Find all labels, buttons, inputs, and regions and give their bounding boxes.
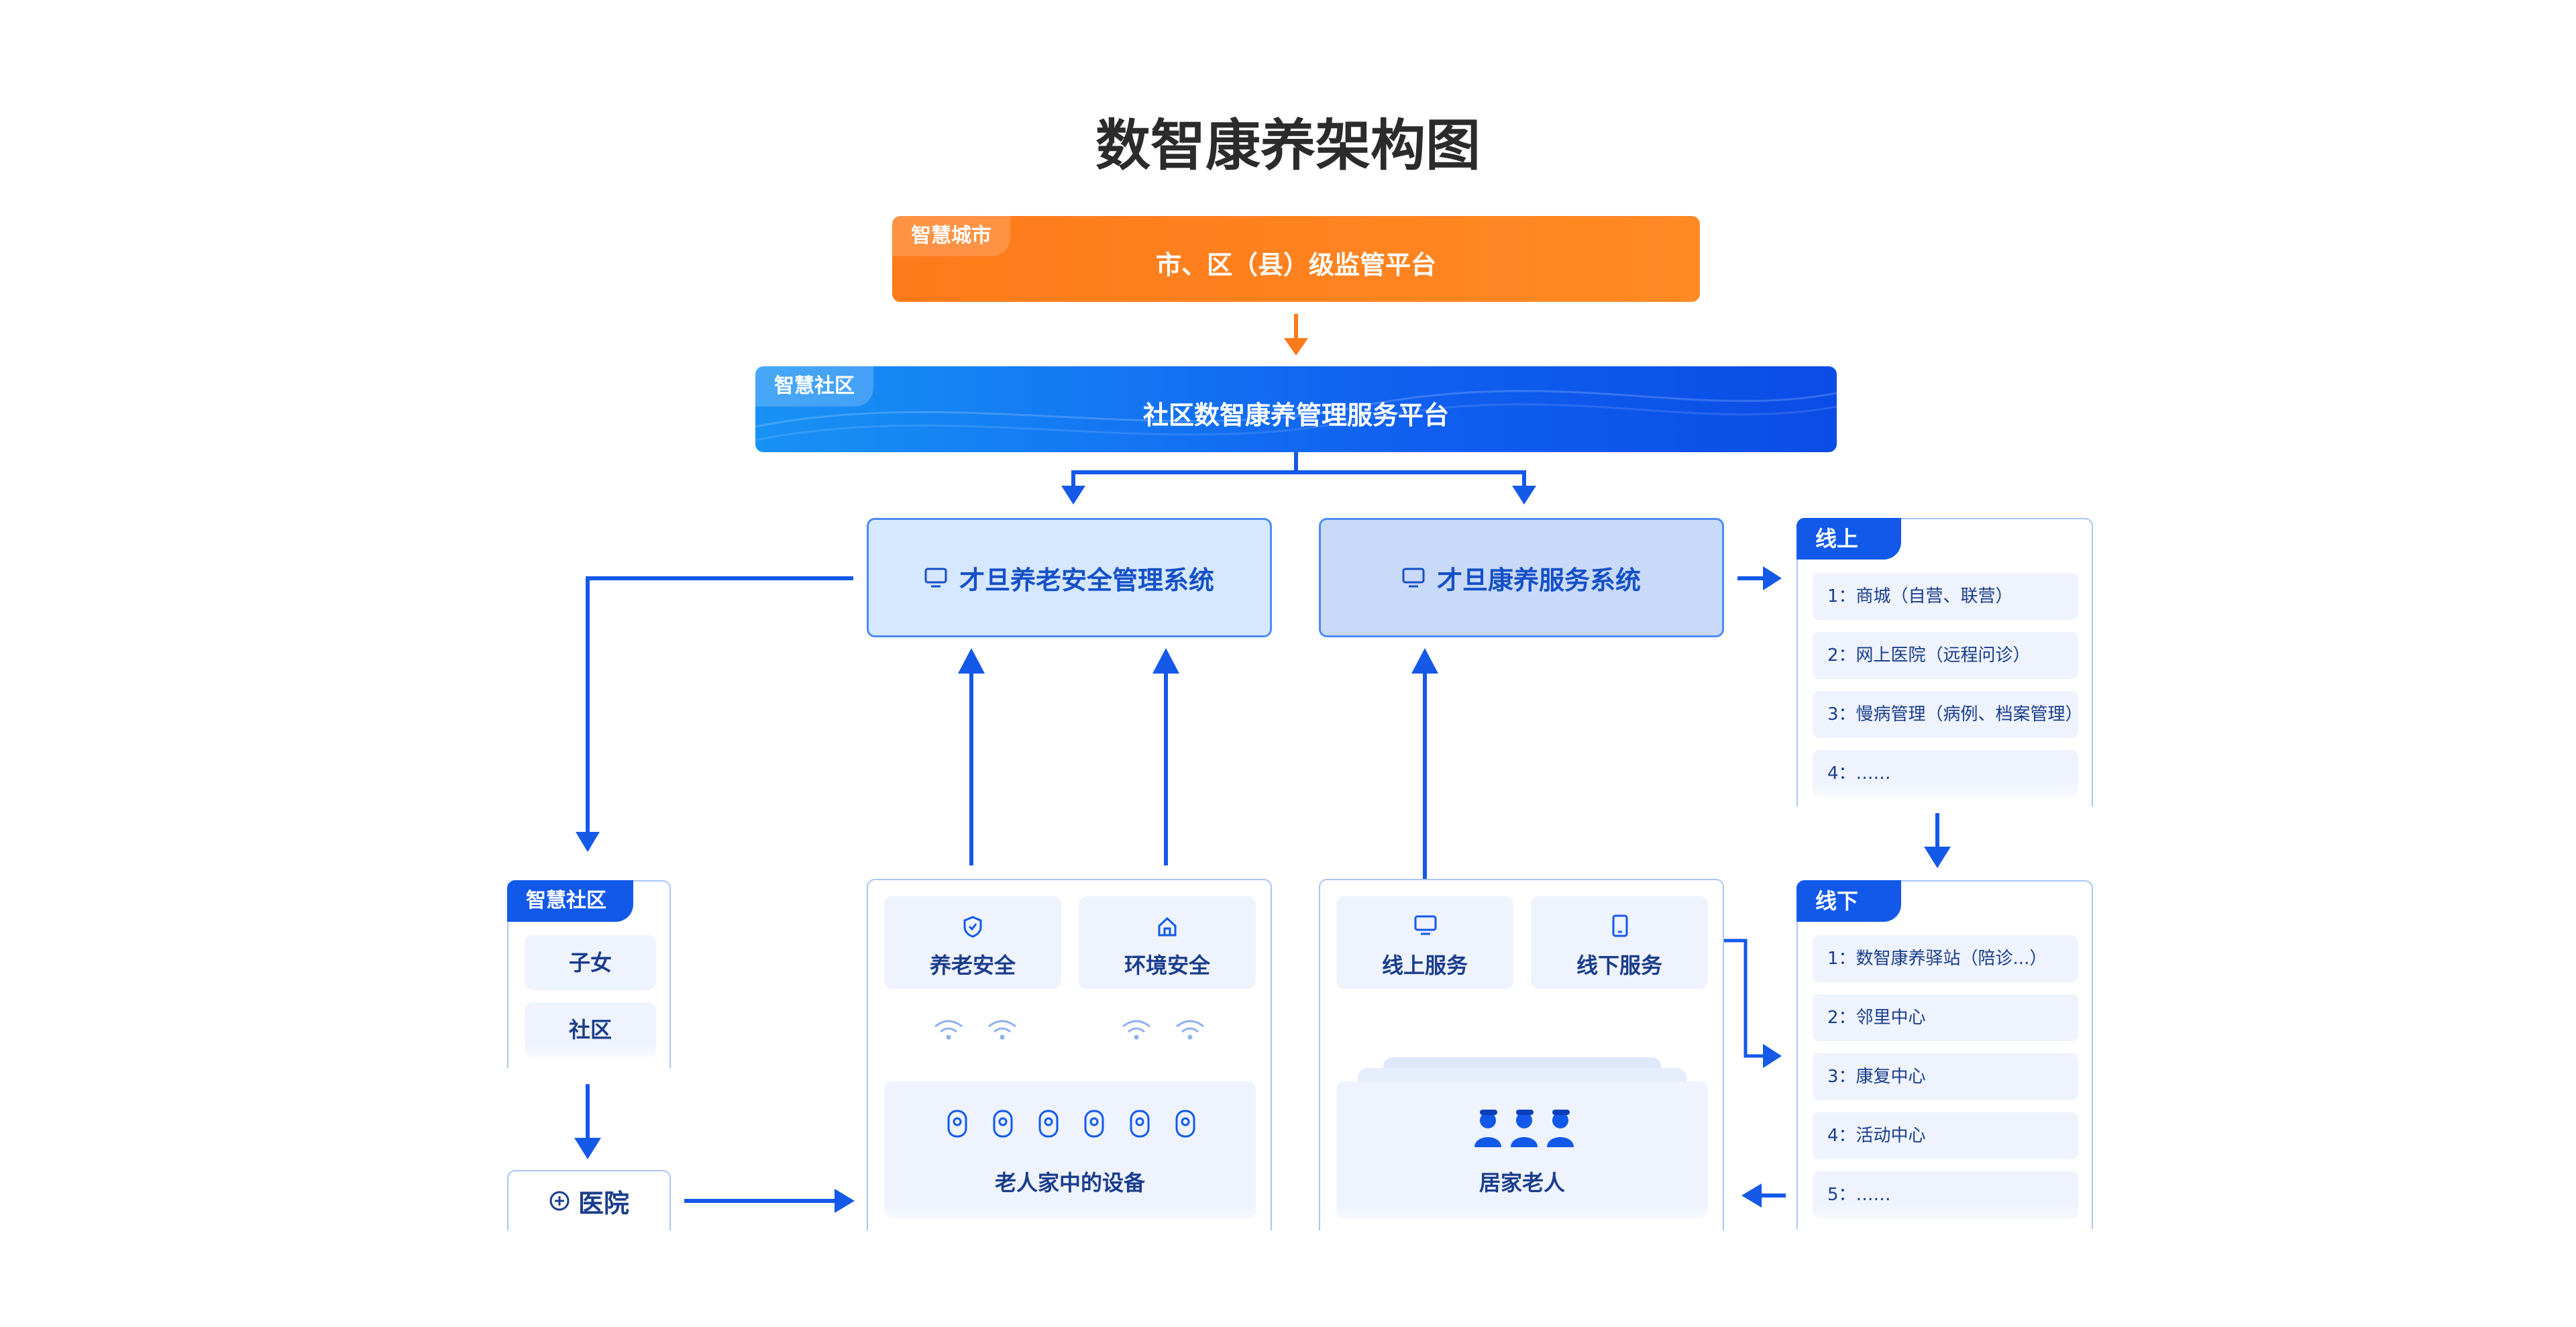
plus-circle-icon: [549, 1191, 570, 1211]
monitor-icon: [1414, 915, 1437, 935]
offline-service-label: 线下服务: [1576, 953, 1662, 978]
home-devices-card: 老人家中的设备: [884, 1081, 1256, 1218]
care-service-system-label: 才旦康养服务系统: [1436, 565, 1641, 595]
smart-community-tag: 智慧社区: [755, 366, 873, 407]
online-item: 2：网上医院（远程问诊）: [1813, 632, 2078, 679]
care-service-system[interactable]: 才旦康养服务系统: [1319, 518, 1724, 637]
hospital-label: 医院: [578, 1188, 629, 1218]
elder-safety-system[interactable]: 才旦养老安全管理系统: [867, 518, 1272, 637]
home-devices-panel: 养老安全 环境安全 老人家中的设备: [867, 879, 1272, 1232]
tablet-icon: [1612, 914, 1628, 937]
smart-city-tag: 智慧城市: [892, 216, 1010, 256]
city-supervision-platform: 智慧城市 市、区（县）级监管平台: [892, 216, 1700, 302]
offline-item: 1：数智康养驿站（陪诊...）: [1813, 935, 2078, 982]
home-icon: [1158, 916, 1177, 937]
sensor-device-icons: [947, 1110, 1195, 1138]
offline-item: 3：康复中心: [1813, 1053, 2078, 1100]
offline-tag: 线下: [1796, 880, 1901, 922]
offline-service-card[interactable]: 线下服务: [1531, 896, 1708, 989]
online-item: 3：慢病管理（病例、档案管理）: [1813, 691, 2083, 738]
online-tag: 线上: [1796, 518, 1901, 560]
arrow-offline-service-to-offline: [1709, 939, 1767, 1058]
offline-panel: 线下 1：数智康养驿站（陪诊...） 2：邻里中心 3：康复中心 4：活动中心 …: [1796, 880, 2093, 1230]
community-service-platform: 智慧社区 社区数智康养管理服务平台: [755, 366, 1837, 452]
monitor-icon: [924, 568, 947, 588]
elderly-people-icons: [1474, 1110, 1574, 1147]
offline-item: 4：活动中心: [1813, 1112, 2078, 1159]
hospital-card[interactable]: 医院: [507, 1170, 671, 1230]
arrow-platform-to-systems: [1071, 452, 1526, 490]
city-platform-label: 市、区（县）级监管平台: [1155, 250, 1436, 280]
smart-community-panel-tag: 智慧社区: [507, 880, 633, 922]
online-service-card[interactable]: 线上服务: [1336, 896, 1513, 989]
wifi-icons: [934, 1020, 1204, 1040]
wave-decoration: [755, 390, 1837, 441]
online-service-label: 线上服务: [1381, 953, 1468, 978]
env-safety-card[interactable]: 环境安全: [1079, 896, 1256, 989]
home-elderly-label: 居家老人: [1479, 1170, 1565, 1196]
home-elderly-card: 居家老人: [1336, 1081, 1708, 1218]
children-item: 子女: [525, 935, 656, 990]
online-item: 1：商城（自营、联营）: [1813, 573, 2078, 620]
monitor-icon: [1402, 568, 1425, 588]
arrow-system-to-community: [586, 576, 853, 839]
page-title: 数智康养架构图: [1095, 114, 1481, 178]
home-devices-label: 老人家中的设备: [994, 1170, 1145, 1196]
elder-safety-system-label: 才旦养老安全管理系统: [959, 565, 1214, 595]
online-panel: 线上 1：商城（自营、联营） 2：网上医院（远程问诊） 3：慢病管理（病例、档案…: [1796, 518, 2093, 808]
elder-safety-label: 养老安全: [929, 953, 1016, 978]
shield-icon: [963, 916, 982, 938]
smart-community-panel: 智慧社区 子女 社区: [507, 880, 671, 1069]
env-safety-label: 环境安全: [1124, 953, 1210, 978]
community-platform-label: 社区数智康养管理服务平台: [1142, 401, 1449, 430]
services-panel: 线上服务 线下服务 居家老人: [1319, 879, 1724, 1232]
offline-item: 2：邻里中心: [1813, 994, 2078, 1041]
elder-safety-card[interactable]: 养老安全: [884, 896, 1061, 989]
